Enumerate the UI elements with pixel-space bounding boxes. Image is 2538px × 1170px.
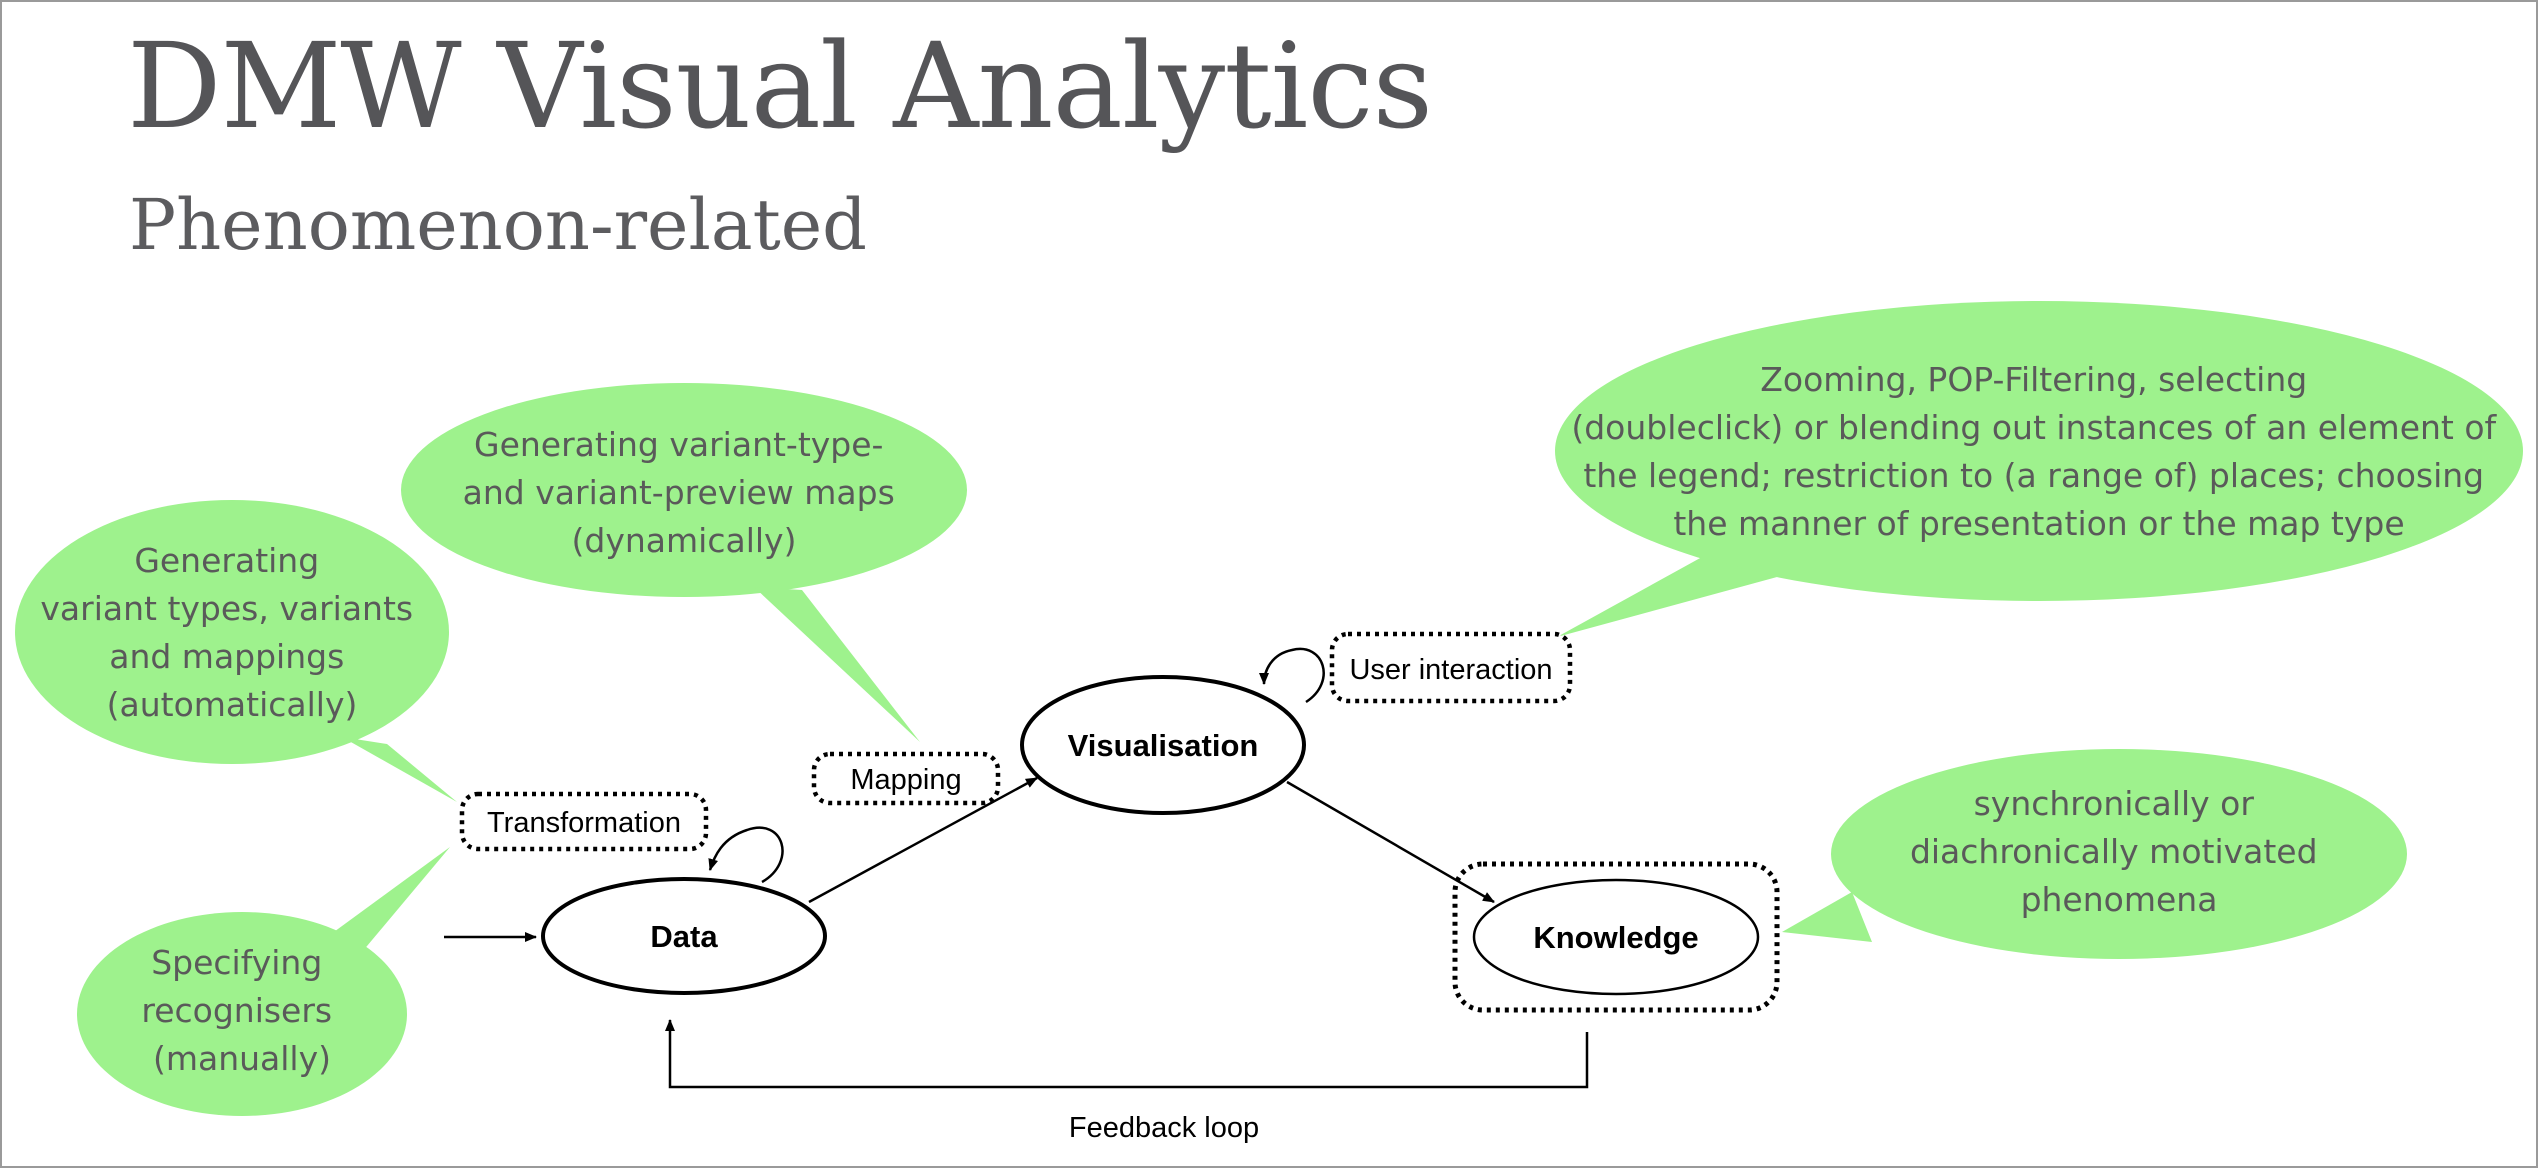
bubble-manual-line-3: (manually)	[153, 1039, 331, 1078]
user-interaction-label: User interaction	[1349, 654, 1552, 686]
bubble-phenomena-line-1: synchronically or	[1974, 784, 2255, 823]
bubble-automatic-line-1: Generating	[134, 541, 319, 580]
node-visualisation: Visualisation	[1020, 675, 1306, 815]
bubble-manual-line-1: Specifying	[151, 943, 322, 982]
insight-arrow	[1286, 780, 1495, 904]
mapping-label: Mapping	[850, 764, 961, 796]
feedback-loop-label: Feedback loop	[1069, 1112, 1259, 1144]
node-data-label: Data	[650, 919, 718, 954]
node-visualisation-label: Visualisation	[1068, 728, 1259, 763]
bubble-interaction-line-4: the manner of presentation or the map ty…	[1673, 504, 2404, 543]
interaction-loop-arrow	[1259, 647, 1325, 704]
bubble-automatic-text: Generating variant types, variants and m…	[40, 541, 423, 724]
bubble-dynamic-text: Generating variant-type- and variant-pre…	[463, 425, 906, 560]
bubble-automatic-line-4: (automatically)	[107, 685, 358, 724]
bubble-dynamic-maps: Generating variant-type- and variant-pre…	[401, 383, 967, 742]
bubble-dynamic-line-2: and variant-preview maps	[463, 473, 895, 512]
bubble-phenomena-text: synchronically or diachronically motivat…	[1910, 784, 2328, 919]
bubble-user-interaction: Zooming, POP-Filtering, selecting (doubl…	[1555, 301, 2523, 637]
bubble-manual-line-2: recognisers	[141, 991, 332, 1030]
bubble-phenomena-line-2: diachronically motivated	[1910, 832, 2318, 871]
bubble-manual-text: Specifying recognisers (manually)	[141, 943, 342, 1078]
user-interaction-label-box: User interaction	[1329, 631, 1573, 704]
mapping-label-box: Mapping	[811, 751, 1001, 806]
bubble-phenomena-line-3: phenomena	[2021, 880, 2218, 919]
bubble-phenomena: synchronically or diachronically motivat…	[1782, 749, 2407, 959]
mapping-arrow	[808, 776, 1038, 904]
slide-title: DMW Visual Analytics	[127, 17, 1433, 155]
transformation-label: Transformation	[487, 807, 681, 839]
bubble-interaction-line-3: the legend; restriction to (a range of) …	[1583, 456, 2484, 495]
node-knowledge: Knowledge	[1472, 878, 1760, 996]
node-data: Data	[541, 877, 827, 995]
slide-subtitle: Phenomenon-related	[129, 184, 867, 266]
bubble-automatic-line-3: and mappings	[109, 637, 344, 676]
bubble-automatic-generation: Generating variant types, variants and m…	[15, 500, 457, 802]
transformation-label-box: Transformation	[459, 791, 709, 852]
transformation-loop-arrow	[708, 826, 784, 884]
feedback-loop-arrow	[665, 1019, 1589, 1089]
bubble-dynamic-line-3: (dynamically)	[572, 521, 797, 560]
bubble-interaction-text: Zooming, POP-Filtering, selecting (doubl…	[1571, 360, 2506, 543]
bubble-interaction-line-1: Zooming, POP-Filtering, selecting	[1760, 360, 2307, 399]
knowledge-dotted-frame	[1452, 861, 1780, 1013]
node-knowledge-label: Knowledge	[1533, 920, 1698, 955]
bubble-automatic-line-2: variant types, variants	[40, 589, 413, 628]
bubble-dynamic-line-1: Generating variant-type-	[474, 425, 883, 464]
bubble-manual-specification: Specifying recognisers (manually)	[77, 847, 450, 1116]
bubble-interaction-line-2: (doubleclick) or blending out instances …	[1571, 408, 2497, 447]
